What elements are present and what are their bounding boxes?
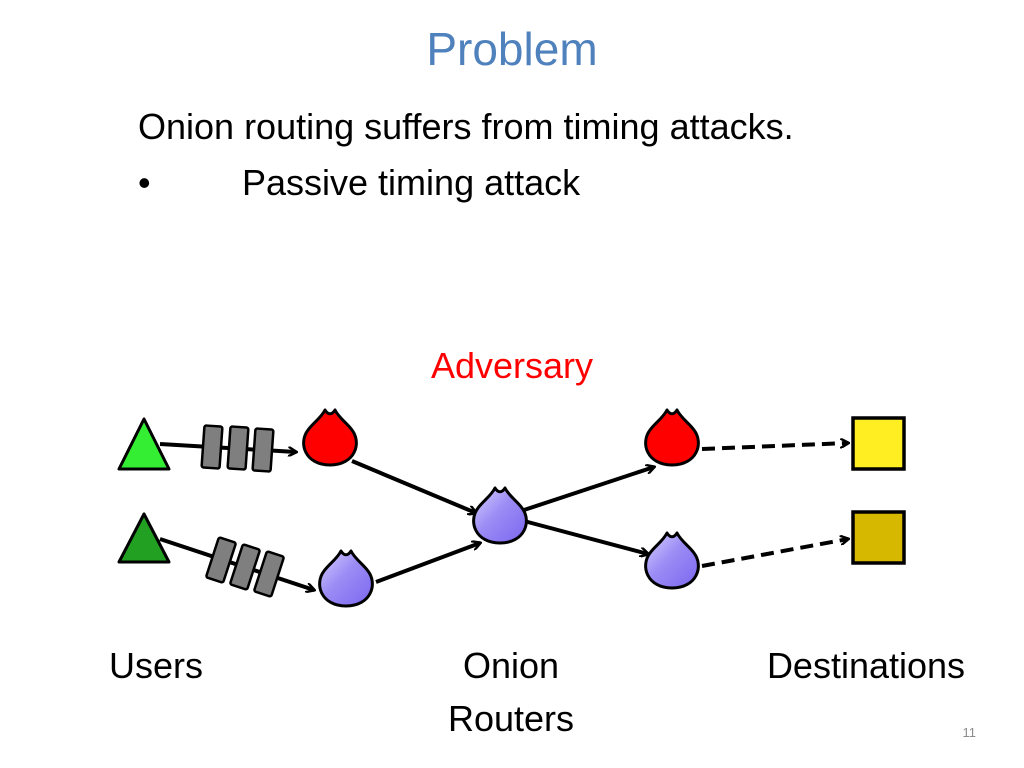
compromised-onion-router-icon — [302, 408, 358, 467]
exit-purple-to-destination-arrow — [701, 539, 848, 568]
destination-square-icon — [851, 416, 906, 471]
packet-icon — [253, 550, 285, 598]
users-label: Users — [108, 645, 203, 686]
entry-purple-to-middle-arrow — [375, 543, 480, 584]
packet-icon — [229, 543, 261, 591]
packet-icon — [200, 424, 224, 470]
packet-icon — [205, 536, 237, 584]
middle-to-exit-purple-arrow — [523, 519, 648, 554]
user-triangle-icon — [117, 417, 171, 471]
packet-icon — [226, 425, 250, 471]
slide-title: Problem — [426, 23, 598, 75]
user-triangle-icon — [117, 512, 171, 564]
onion-routers-label-line2: Routers — [447, 698, 575, 739]
destinations-label: Destinations — [766, 645, 966, 686]
bullet-text: Passive timing attack — [242, 162, 581, 203]
adversary-label: Adversary — [430, 345, 594, 386]
destination-square-icon — [851, 510, 906, 565]
onion-router-icon — [644, 531, 700, 590]
entry-red-to-middle-arrow — [351, 459, 476, 513]
onion-routers-label-line1: Onion — [462, 645, 560, 686]
slide-number: 11 — [962, 725, 977, 740]
bullet-symbol: • — [138, 162, 151, 203]
exit-red-to-destination-arrow — [701, 443, 848, 451]
middle-to-exit-red-arrow — [523, 467, 654, 512]
body-text: Onion routing suffers from timing attack… — [138, 106, 794, 147]
onion-router-icon — [472, 486, 528, 545]
compromised-onion-router-icon — [644, 408, 700, 467]
onion-router-icon — [318, 549, 374, 608]
packet-icon — [251, 427, 275, 473]
